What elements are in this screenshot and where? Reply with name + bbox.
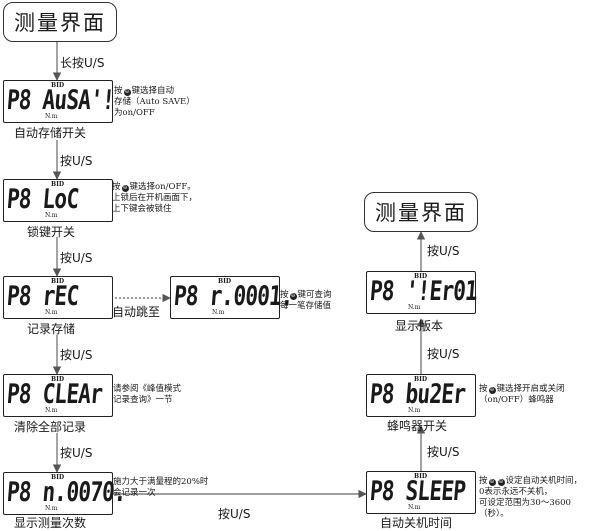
brand-mark: BID <box>51 376 65 383</box>
up-down-key-icon: ⊖ <box>121 185 129 192</box>
note-buzzer-prefix: 按 <box>479 384 488 394</box>
label-right-press-1: 按U/S <box>427 445 460 459</box>
caption-buzzer: 蜂鸣器开关 <box>387 419 448 433</box>
caption-count: 显示测量次数 <box>14 516 87 530</box>
caption-lock: 锁键开关 <box>27 225 76 239</box>
lcd-buzzer: BID P8 bu2Er N.m <box>366 374 476 417</box>
lcd-record: BID P8 rEC N.m <box>3 276 113 319</box>
note-sleep-prefix: 按 <box>479 476 488 486</box>
lcd-text: P8 LoC <box>5 184 80 215</box>
up-down-key-icon: ⊖ <box>123 89 131 96</box>
lcd-sleep: BID P8 SLEEP N.m <box>366 471 476 514</box>
up-down-key-icon: ⊖ <box>488 387 496 394</box>
up-down-key-icon: ⊖ <box>289 293 297 300</box>
unit-label: N.m <box>45 309 58 316</box>
lcd-text: P8 r.0001. <box>172 281 295 312</box>
label-auto-jump: 自动跳至 <box>112 305 161 319</box>
label-press-us-3: 按U/S <box>60 348 93 362</box>
lcd-clear: BID P8 CLEAr N.m <box>3 374 113 417</box>
start-title: 测量界面 <box>3 2 117 42</box>
note-record-value-prefix: 按 <box>280 290 289 300</box>
note-auto-save-prefix: 按 <box>114 86 123 96</box>
brand-mark: BID <box>51 82 65 89</box>
lcd-text: P8 AuSA'! <box>5 85 116 116</box>
brand-mark: BID <box>51 181 65 188</box>
lcd-text: P8 rEC <box>5 281 80 312</box>
lcd-auto-save: BID P8 AuSA'! N.m <box>3 80 116 123</box>
lcd-text: P8 bu2Er <box>368 379 467 410</box>
unit-label: N.m <box>45 113 58 120</box>
note-record-value-text: 键可查询 每一笔存储值 <box>280 290 332 311</box>
unit-label: N.m <box>45 407 58 414</box>
brand-mark: BID <box>51 474 65 481</box>
unit-label: N.m <box>408 407 421 414</box>
lcd-text: P8 SLEEP <box>368 476 467 507</box>
note-lock: 按⊖键选择on/OFF。 上锁后在开机画面下， 上下键会被锁住 <box>112 182 197 215</box>
label-long-press: 长按U/S <box>60 56 105 70</box>
caption-version: 显示版本 <box>395 319 444 333</box>
note-sleep: 按⊖⊖设定自动关机时间， 0表示永远不关机， 可设定范围为30～3600（秒）。 <box>479 476 600 520</box>
label-right-press-2: 按U/S <box>427 347 460 361</box>
caption-clear: 清除全部记录 <box>14 420 87 434</box>
note-auto-save: 按⊖键选择自动 存储（Auto SAVE） 为on/OFF <box>114 86 195 119</box>
note-sleep-text: 设定自动关机时间， 0表示永远不关机， 可设定范围为30～3600（秒）。 <box>479 476 583 519</box>
note-buzzer-text: 键选择开启或关闭 （on/OFF）蜂鸣器 <box>479 384 565 405</box>
unit-label: N.m <box>408 304 421 311</box>
brand-mark: BID <box>414 473 428 480</box>
label-right-press-3: 按U/S <box>427 244 460 258</box>
note-count: 施力大于满量程的20%时 会记录一次 <box>113 477 209 498</box>
brand-mark: BID <box>414 376 428 383</box>
label-press-us-2: 按U/S <box>60 251 93 265</box>
unit-label: N.m <box>45 212 58 219</box>
label-bottom-press: 按U/S <box>218 507 251 521</box>
caption-sleep: 自动关机时间 <box>380 516 453 530</box>
lcd-text: P8 '!Er01 <box>368 276 479 307</box>
note-auto-save-text: 键选择自动 存储（Auto SAVE） 为on/OFF <box>114 86 195 118</box>
brand-mark: BID <box>51 278 65 285</box>
lcd-record-value: BID P8 r.0001. N.m <box>170 276 294 319</box>
lcd-text: P8 n.0070. <box>5 477 128 508</box>
brand-mark: BID <box>414 273 428 280</box>
end-title: 测量界面 <box>364 192 478 232</box>
unit-label: N.m <box>408 504 421 511</box>
note-lock-prefix: 按 <box>112 182 121 192</box>
lcd-lock: BID P8 LoC N.m <box>3 179 113 222</box>
label-press-us-1: 按U/S <box>60 154 93 168</box>
lcd-text: P8 CLEAr <box>5 379 104 410</box>
caption-auto-save: 自动存储开关 <box>14 126 87 140</box>
up-key-icon: ⊖ <box>488 479 496 486</box>
down-key-icon: ⊖ <box>497 479 505 486</box>
note-clear: 请参阅《峰值模式 记录查询》一节 <box>113 384 182 405</box>
note-record-value: 按⊖键可查询 每一笔存储值 <box>280 290 332 312</box>
caption-record: 记录存储 <box>27 322 76 336</box>
note-buzzer: 按⊖键选择开启或关闭 （on/OFF）蜂鸣器 <box>479 384 565 406</box>
lcd-count: BID P8 n.0070. N.m <box>3 472 127 515</box>
note-lock-text: 键选择on/OFF。 上锁后在开机画面下， 上下键会被锁住 <box>112 182 198 214</box>
lcd-version: BID P8 '!Er01 N.m <box>366 271 479 314</box>
label-press-us-4: 按U/S <box>60 446 93 460</box>
unit-label: N.m <box>45 505 58 512</box>
unit-label: N.m <box>212 309 225 316</box>
brand-mark: BID <box>218 278 232 285</box>
